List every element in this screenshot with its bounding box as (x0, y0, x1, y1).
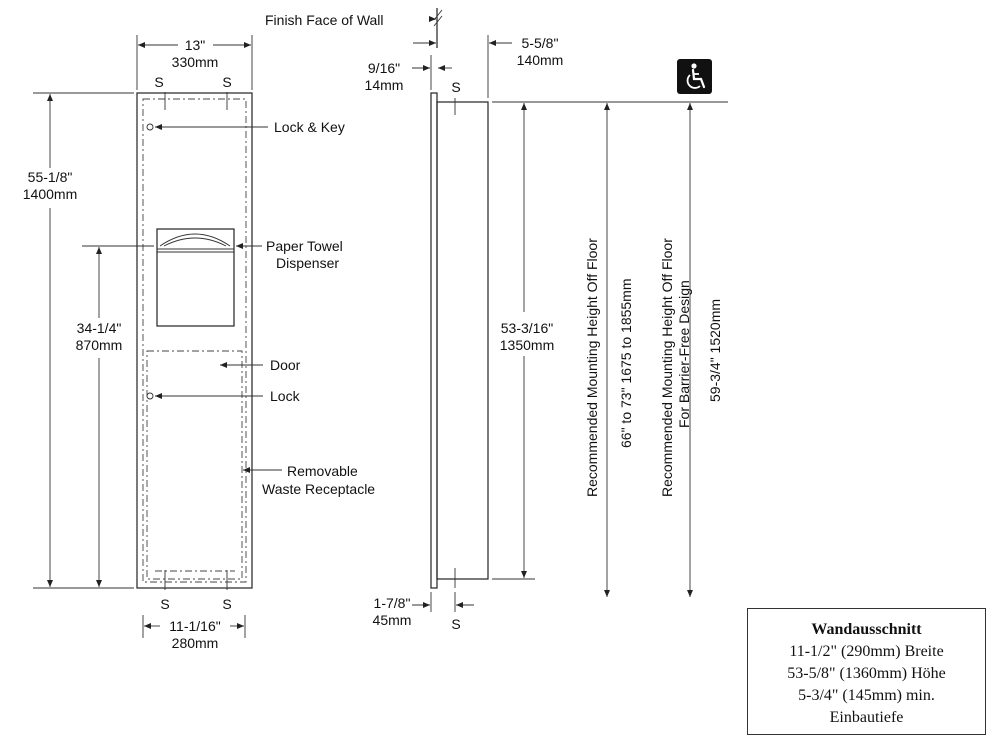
door-height-in: 34-1/4" (77, 320, 122, 336)
bottom-width-mm: 280mm (172, 635, 219, 651)
front-view (136, 92, 253, 590)
wall-cutout-line3: 5-3/4" (145mm) min. (798, 687, 935, 704)
lock-key-label: Lock & Key (274, 119, 345, 135)
lock-icon (146, 392, 154, 400)
removable-label-1: Removable (287, 463, 358, 479)
rec-height-label: Recommended Mounting Height Off Floor (584, 238, 600, 497)
screw-label-bl: S (160, 596, 169, 612)
screw-label-tl: S (154, 74, 163, 90)
screw-label-tr: S (222, 74, 231, 90)
side-view (430, 92, 489, 589)
cabinet-outline (136, 92, 253, 589)
side-height-in: 53-3/16" (501, 320, 553, 336)
lock-key-icon (146, 123, 154, 131)
wall-cutout-line1: 11-1/2" (290mm) Breite (789, 643, 944, 660)
finish-face-label: Finish Face of Wall (265, 12, 384, 28)
bottom-side-mm: 45mm (373, 612, 412, 628)
depth-in: 5-5/8" (522, 35, 559, 51)
door-outline (146, 350, 243, 580)
height-in: 55-1/8" (28, 169, 73, 185)
barrier-label-2: For Barrier-Free Design (676, 280, 692, 428)
depth-mm: 140mm (517, 52, 564, 68)
wall-cutout-line2: 53-5/8" (1360mm) Höhe (787, 665, 946, 682)
side-body (436, 101, 489, 580)
door-label: Door (270, 357, 301, 373)
bottom-side-in: 1-7/8" (374, 595, 411, 611)
screw-label-br: S (222, 596, 231, 612)
side-height-mm: 1350mm (500, 337, 554, 353)
flange-mm: 14mm (365, 77, 404, 93)
screw-label-side-bottom: S (451, 616, 460, 632)
height-mm: 1400mm (23, 186, 77, 202)
width-mm: 330mm (172, 54, 219, 70)
width-in: 13" (185, 37, 206, 53)
paper-towel-dispenser (156, 228, 235, 327)
paper-towel-label-1: Paper Towel (266, 238, 343, 254)
screw-label-side-top: S (451, 79, 460, 95)
bottom-width-in: 11-1/16" (169, 618, 220, 634)
barrier-label-1: Recommended Mounting Height Off Floor (659, 238, 675, 497)
removable-label-2: Waste Receptacle (262, 481, 375, 497)
wall-cutout-line4: Einbautiefe (829, 709, 904, 726)
flange-outline (142, 98, 247, 583)
flange-in: 9/16" (368, 60, 400, 76)
barrier-value: 59-3/4" 1520mm (707, 299, 723, 402)
wheelchair-icon (677, 59, 712, 94)
wall-cutout-title: Wandausschnitt (811, 621, 922, 638)
side-flange (430, 92, 438, 589)
rec-height-value: 66" to 73" 1675 to 1855mm (618, 279, 634, 449)
wall-cutout-box: Wandausschnitt 11-1/2" (290mm) Breite 53… (747, 608, 986, 735)
door-height-mm: 870mm (76, 337, 123, 353)
paper-towel-label-2: Dispenser (276, 255, 339, 271)
lock-label: Lock (270, 388, 301, 404)
